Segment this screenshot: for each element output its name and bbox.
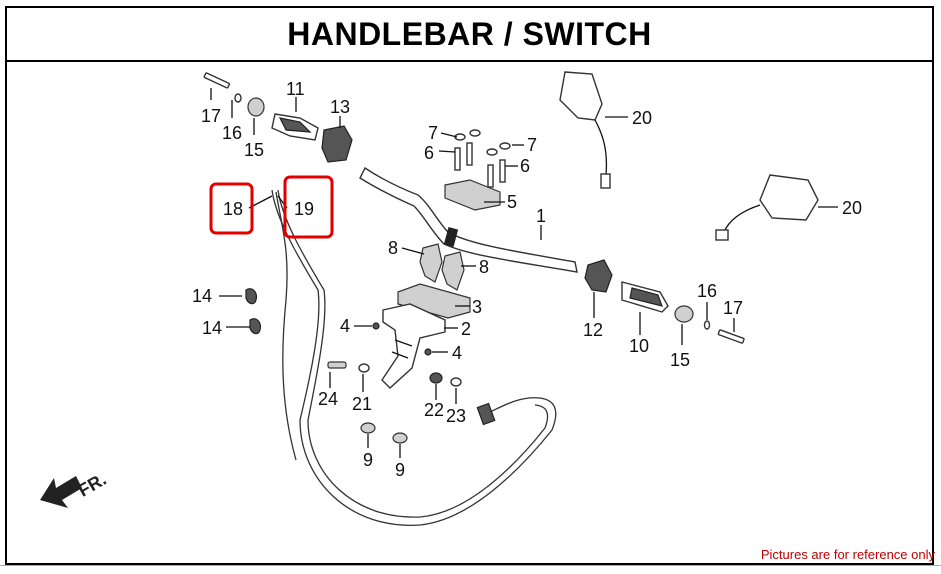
callout-5: 5 — [507, 192, 517, 212]
callout-labels: 17 16 15 11 13 7 6 7 6 5 1 8 8 3 2 4 4 2… — [192, 79, 862, 480]
nut-9[interactable] — [360, 422, 408, 444]
washer-16-right[interactable] — [703, 320, 711, 330]
callout-20: 20 — [842, 198, 862, 218]
callout-14: 14 — [202, 318, 222, 338]
direction-label: FR. — [75, 469, 110, 501]
callout-8: 8 — [388, 238, 398, 258]
callout-15: 15 — [670, 350, 690, 370]
callout-21: 21 — [352, 394, 372, 414]
washer-21[interactable] — [358, 363, 370, 373]
bottom-strip — [0, 565, 941, 574]
callout-19: 19 — [294, 199, 314, 219]
title-bar: HANDLEBAR / SWITCH — [7, 8, 932, 62]
callout-23: 23 — [446, 406, 466, 426]
callout-4: 4 — [340, 316, 350, 336]
diagram-frame: HANDLEBAR / SWITCH — [5, 6, 934, 565]
cable-clamp-14[interactable] — [245, 288, 261, 335]
callout-16: 16 — [697, 281, 717, 301]
callout-15: 15 — [244, 140, 264, 160]
callout-9: 9 — [363, 450, 373, 470]
switch-left[interactable] — [321, 125, 353, 163]
callout-13: 13 — [330, 97, 350, 117]
bar-end-right[interactable] — [674, 305, 694, 323]
left-grip[interactable] — [271, 113, 319, 141]
throttle-grip[interactable] — [621, 281, 669, 313]
holder-bolts[interactable] — [454, 129, 511, 188]
callout-17: 17 — [201, 106, 221, 126]
front-direction-arrow: FR. — [40, 469, 110, 508]
callout-8: 8 — [479, 257, 489, 277]
callout-18: 18 — [223, 199, 243, 219]
callout-6: 6 — [520, 156, 530, 176]
washer-16-left[interactable] — [234, 93, 242, 103]
callout-22: 22 — [424, 400, 444, 420]
highlight-boxes — [209, 175, 334, 239]
callout-10: 10 — [629, 336, 649, 356]
screw-4[interactable] — [372, 322, 432, 356]
callout-24: 24 — [318, 389, 338, 409]
callout-16: 16 — [222, 123, 242, 143]
mirror-right[interactable] — [715, 174, 819, 241]
bolt-17-right[interactable] — [717, 329, 745, 344]
reference-note: Pictures are for reference only — [760, 547, 935, 562]
nut-22[interactable] — [429, 372, 443, 384]
switch-right[interactable] — [584, 259, 613, 293]
handlebar-holder-lower[interactable] — [419, 243, 465, 291]
leader-lines — [210, 88, 838, 458]
callout-20: 20 — [632, 108, 652, 128]
callout-14: 14 — [192, 286, 212, 306]
callout-17: 17 — [723, 298, 743, 318]
highlight-box-19 — [283, 175, 334, 239]
bolt-17-left[interactable] — [203, 72, 230, 89]
callout-2: 2 — [461, 319, 471, 339]
cables-18-19[interactable] — [271, 189, 557, 526]
callout-7: 7 — [527, 135, 537, 155]
callout-6: 6 — [424, 143, 434, 163]
handlebar[interactable] — [359, 166, 578, 273]
bolt-24[interactable] — [327, 361, 347, 369]
mirror-left[interactable] — [559, 71, 611, 189]
page-title: HANDLEBAR / SWITCH — [287, 15, 652, 52]
callout-9: 9 — [395, 460, 405, 480]
callout-3: 3 — [472, 297, 482, 317]
bar-end-left[interactable] — [247, 97, 265, 117]
handlebar-cover[interactable] — [397, 283, 471, 319]
washer-23[interactable] — [450, 377, 462, 387]
highlight-box-18 — [209, 182, 254, 235]
callout-4: 4 — [452, 343, 462, 363]
handlebar-bracket[interactable] — [381, 303, 446, 389]
callout-11: 11 — [286, 79, 305, 99]
callout-7: 7 — [428, 123, 438, 143]
callout-12: 12 — [583, 320, 603, 340]
callout-1: 1 — [536, 206, 546, 226]
